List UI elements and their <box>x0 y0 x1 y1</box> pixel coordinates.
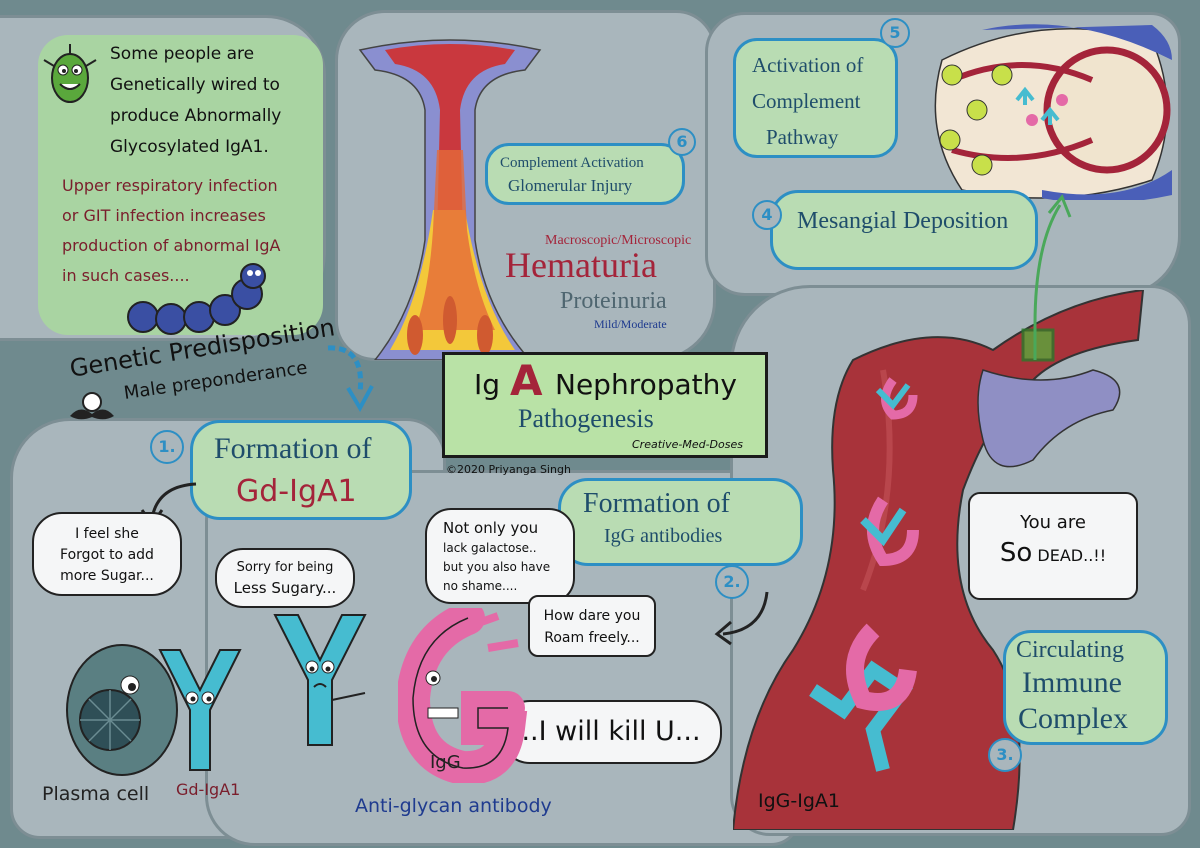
bubble-not-only-line-3: but you also have <box>443 560 551 574</box>
step4-label: Mesangial Deposition <box>797 208 1009 234</box>
igg-character-illustration <box>398 608 528 783</box>
step2-line-1: Formation of <box>583 488 730 519</box>
bubble-sugar-line-3: more Sugar... <box>60 568 154 584</box>
note-line-2: Genetically wired to <box>110 75 280 95</box>
step3-number: 3. <box>988 738 1022 772</box>
step2-line-2: IgG antibodies <box>604 525 723 547</box>
step6-number: 6 <box>668 128 696 156</box>
infection-line-4: in such cases.... <box>62 266 190 285</box>
note-line-1: Some people are <box>110 44 255 64</box>
plasma-cell-label: Plasma cell <box>42 783 150 805</box>
note-line-4: Glycosylated IgA1. <box>110 137 269 157</box>
title-box <box>442 352 768 458</box>
bubble-sugar-line-1: I feel she <box>75 526 139 542</box>
bacteria-icon <box>43 44 97 103</box>
bubble-dead-line-2: So DEAD..!! <box>970 536 1136 573</box>
step3-line-3: Complex <box>1018 702 1128 735</box>
bubble-not-only: Not only you lack galactose.. but you al… <box>425 508 575 604</box>
infection-line-1: Upper respiratory infection <box>62 176 278 195</box>
plasma-cell-illustration <box>66 644 242 776</box>
step3-line-1: Circulating <box>1016 637 1124 663</box>
infection-line-3: production of abnormal IgA <box>62 236 281 255</box>
igg-iga1-label: IgG-IgA1 <box>758 790 840 812</box>
anti-glycan-label: Anti-glycan antibody <box>355 795 552 817</box>
gd-iga1-label: Gd-IgA1 <box>176 780 241 799</box>
title-a: A <box>510 356 543 405</box>
bubble-dead: You are So DEAD..!! <box>968 492 1138 600</box>
mustache-icon <box>70 392 114 420</box>
step2-callout <box>558 478 803 566</box>
title-credit: Creative-Med-Doses <box>632 438 743 451</box>
igg-label: IgG <box>430 752 461 773</box>
green-arrow-icon <box>1033 194 1072 360</box>
step1-line-1: Formation of <box>214 432 372 465</box>
bubble-dare: How dare you Roam freely... <box>528 595 656 657</box>
hematuria-label: Hematuria <box>505 245 657 285</box>
step2-number: 2. <box>715 565 749 599</box>
step6-callout <box>485 143 685 205</box>
hematuria-top: Macroscopic/Microscopic <box>545 233 692 248</box>
bubble-dead-so: So <box>999 538 1033 568</box>
bubble-not-only-line-2: lack galactose.. <box>443 541 537 555</box>
step3-callout <box>1003 630 1168 745</box>
title-subtitle: Pathogenesis <box>518 404 654 433</box>
ureter-illustration <box>358 39 542 360</box>
bubble-sorry: Sorry for being Less Sugary... <box>215 548 355 608</box>
title-ig: Ig <box>474 368 501 401</box>
step5-number: 5 <box>880 18 910 48</box>
streptococcus-icon <box>127 263 266 335</box>
step4-number: 4 <box>752 200 782 230</box>
note-line-3: produce Abnormally <box>110 106 282 126</box>
step6-line-2: Glomerular Injury <box>508 176 633 195</box>
step1-number: 1. <box>150 430 184 464</box>
copyright: ©2020 Priyanga Singh <box>446 463 571 476</box>
proteinuria-label: Proteinuria <box>560 288 667 314</box>
curved-arrow-icon <box>327 345 374 413</box>
bubble-dare-line-2: Roam freely... <box>544 630 640 646</box>
bubble-sorry-line-2: Less Sugary... <box>233 579 337 597</box>
infection-line-2: or GIT infection increases <box>62 206 266 225</box>
step5-line-2: Complement <box>752 89 861 113</box>
step5-callout <box>733 38 898 158</box>
bubble-not-only-line-1: Not only you <box>443 519 539 537</box>
step3-line-2: Immune <box>1022 666 1122 699</box>
bubble-sugar: I feel she Forgot to add more Sugar... <box>32 512 182 596</box>
bubble-kill: ..I will kill U... <box>500 700 722 764</box>
iga1-character-illustration <box>273 614 367 746</box>
step5-line-1: Activation of <box>752 53 864 77</box>
step5-line-3: Pathway <box>766 125 839 149</box>
step1-callout <box>190 420 412 520</box>
proteinuria-sub: Mild/Moderate <box>594 317 667 331</box>
bubble-kill-text: ..I will kill U... <box>521 716 701 747</box>
step1-line-2: Gd-IgA1 <box>236 474 357 509</box>
bubble-dead-dead: DEAD..!! <box>1037 546 1107 565</box>
bubble-sugar-line-2: Forgot to add <box>60 547 154 563</box>
arrow-step2-icon <box>714 591 769 646</box>
bubble-not-only-line-4: no shame.... <box>443 579 518 593</box>
bubble-sorry-line-1: Sorry for being <box>236 560 334 575</box>
blood-vessel-illustration <box>733 290 1145 830</box>
bubble-dare-line-1: How dare you <box>543 608 641 624</box>
glomerulus-illustration <box>934 24 1172 200</box>
title-nephropathy: Nephropathy <box>555 368 737 401</box>
bubble-dead-line-1: You are <box>1020 512 1086 533</box>
step4-callout <box>770 190 1038 270</box>
step6-line-1: Complement Activation <box>500 155 644 171</box>
